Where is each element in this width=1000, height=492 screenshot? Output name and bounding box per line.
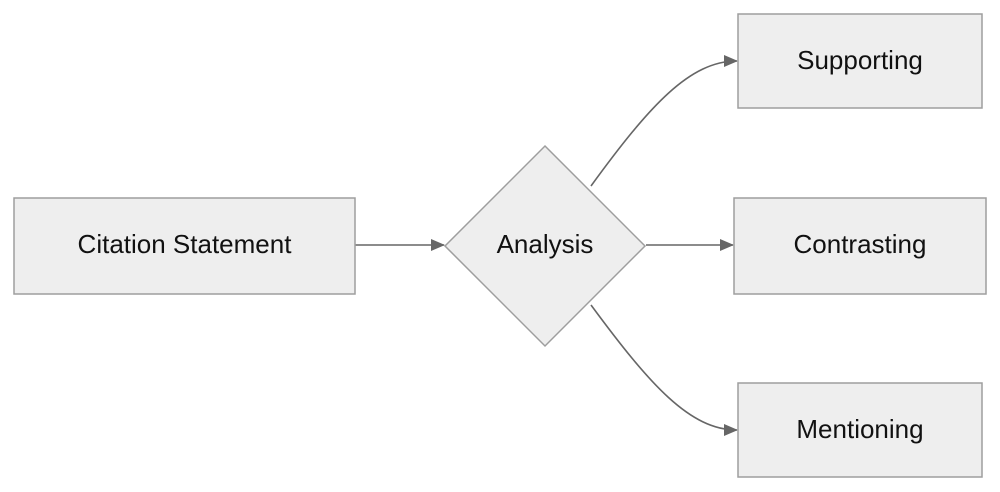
supporting-label: Supporting [797, 45, 923, 75]
edge-analysis-to-mentioning [590, 304, 738, 436]
contrasting-label: Contrasting [794, 229, 927, 259]
node-analysis: Analysis [443, 144, 647, 348]
analysis-diamond [443, 144, 647, 348]
citation-statement-box [13, 197, 356, 295]
mentioning-box [737, 382, 983, 478]
analysis-label: Analysis [497, 229, 594, 259]
node-citation-statement: Citation Statement [13, 197, 356, 295]
mentioning-label: Mentioning [796, 414, 923, 444]
supporting-box [737, 13, 983, 109]
edge-analysis-to-supporting [590, 55, 738, 187]
citation-statement-label: Citation Statement [78, 229, 293, 259]
node-mentioning: Mentioning [737, 382, 983, 478]
edges [355, 55, 738, 436]
node-supporting: Supporting [737, 13, 983, 109]
node-contrasting: Contrasting [733, 197, 987, 295]
contrasting-box [733, 197, 987, 295]
